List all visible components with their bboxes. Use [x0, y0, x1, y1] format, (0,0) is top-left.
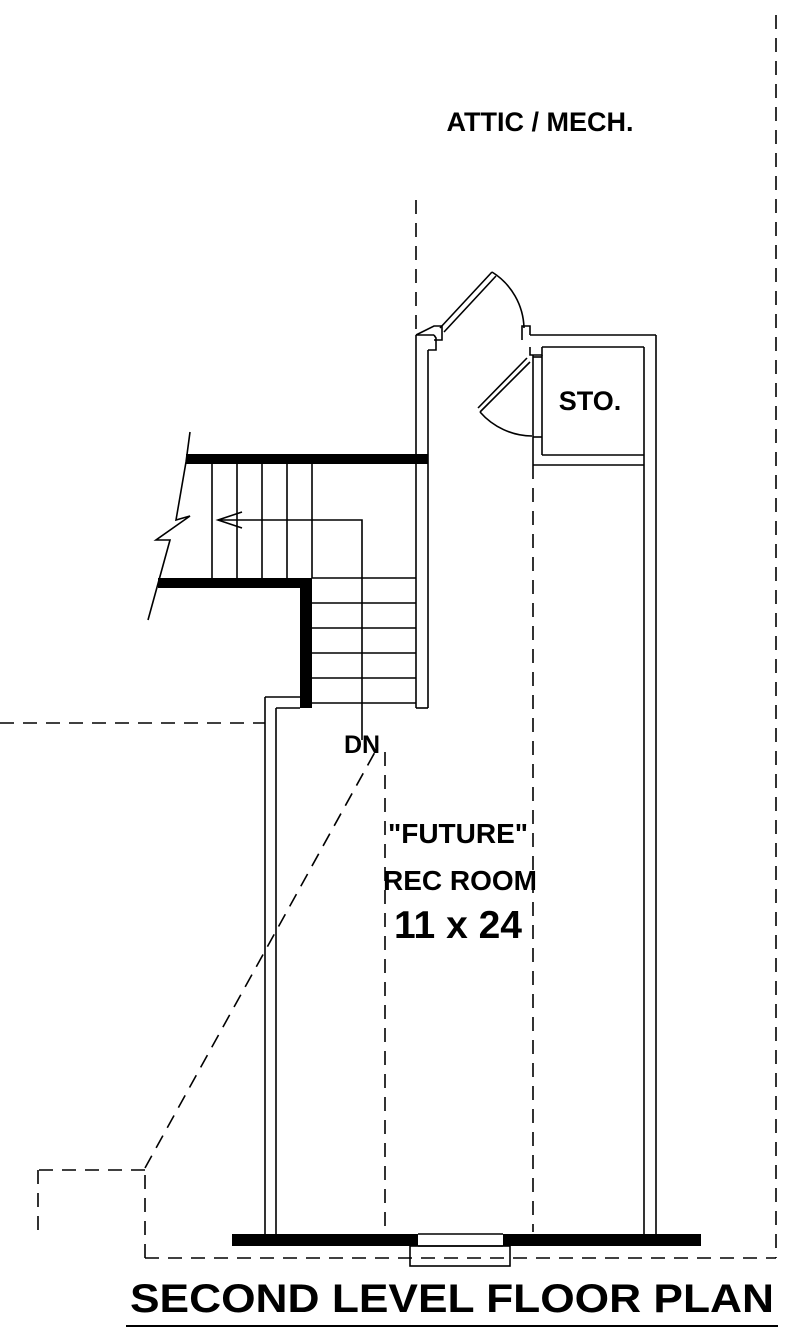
stair-down-label: DN: [344, 731, 380, 759]
room-name-line1: "FUTURE": [388, 818, 528, 849]
attic-boundary-lines: [0, 15, 777, 1259]
plan-title: SECOND LEVEL FLOOR PLAN: [130, 1277, 774, 1321]
attic-mech-label: ATTIC / MECH.: [447, 107, 634, 137]
staircase: [147, 431, 428, 740]
storage-closet: [532, 355, 644, 466]
rec-room-walls: [264, 325, 657, 1234]
storage-label: STO.: [559, 386, 622, 416]
door-swings: [439, 271, 533, 437]
room-size-label: 11 x 24: [394, 904, 522, 947]
bottom-wall: [232, 1233, 701, 1267]
room-name-line2: REC ROOM: [383, 865, 537, 896]
